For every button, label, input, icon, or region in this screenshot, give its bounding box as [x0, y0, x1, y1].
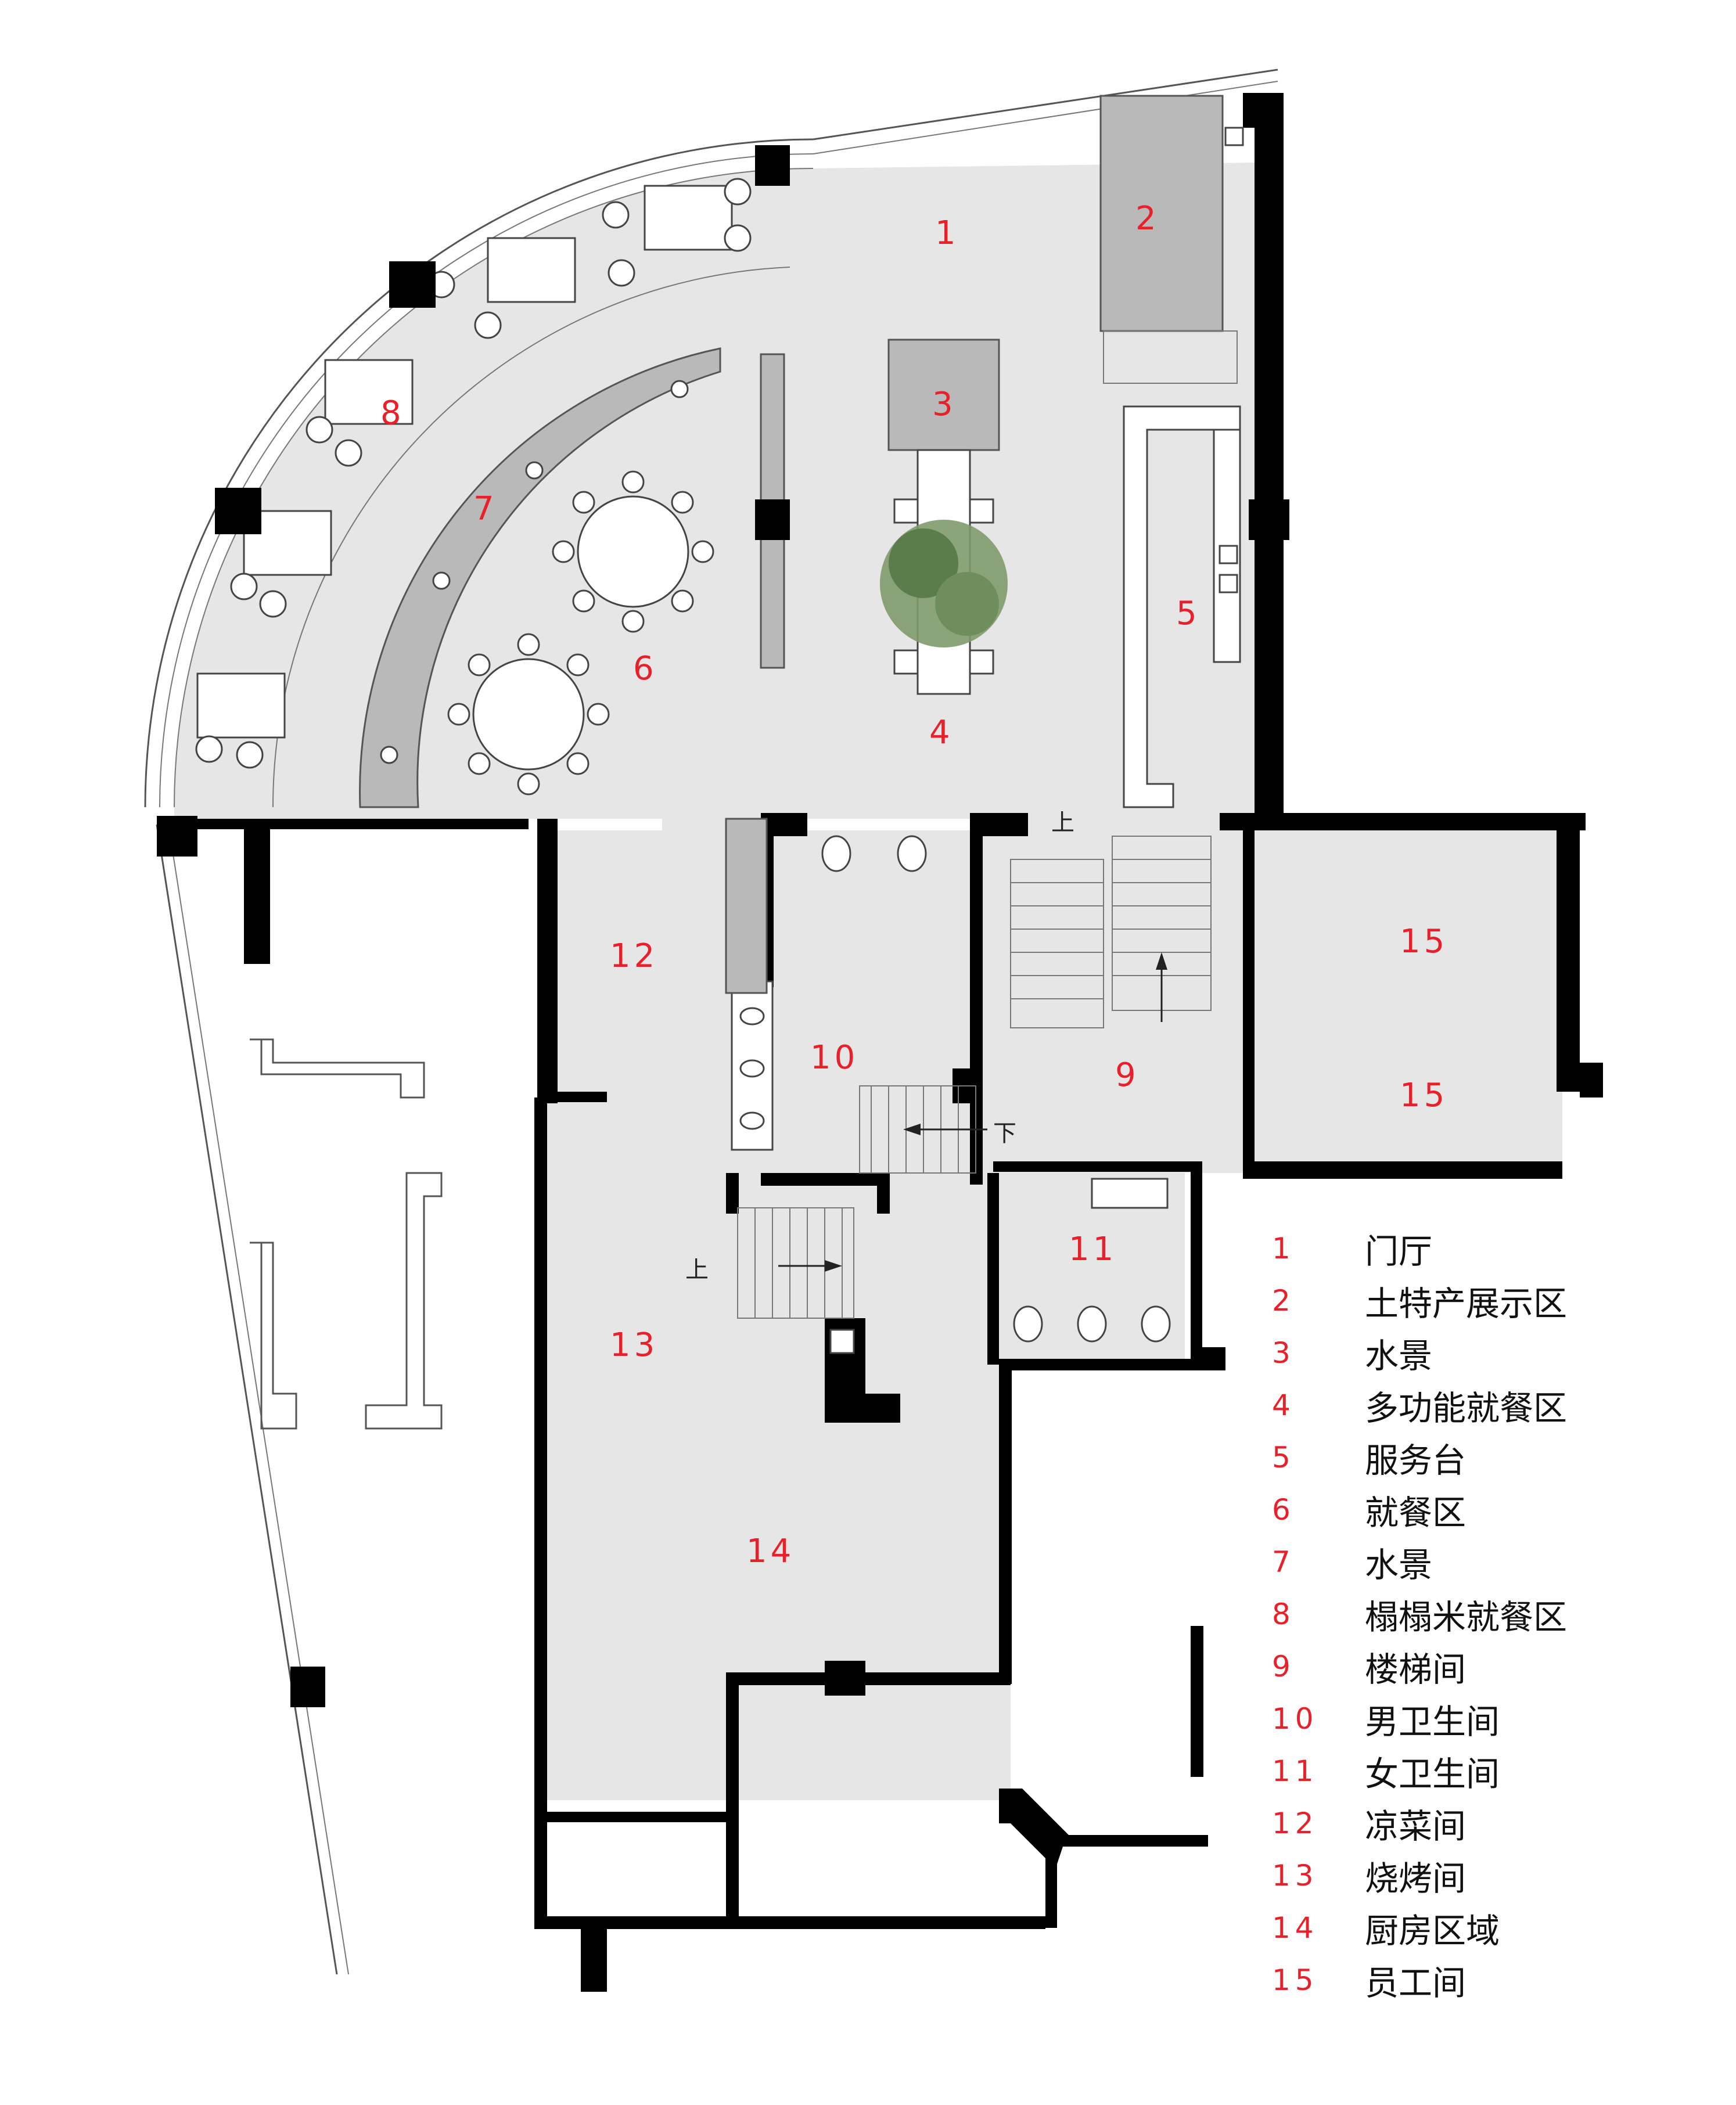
legend-number: 11	[1272, 1754, 1318, 1788]
legend-number: 15	[1272, 1963, 1318, 1997]
legend-item: 4 多功能就餐区	[1272, 1379, 1713, 1431]
legend-name: 门厅	[1365, 1232, 1433, 1271]
legend-item: 8 榻榻米就餐区	[1272, 1588, 1713, 1640]
legend-name: 凉菜间	[1365, 1807, 1467, 1846]
room-label-10: 10	[810, 1039, 858, 1077]
legend-item: 12 凉菜间	[1272, 1797, 1713, 1849]
room-label-15a: 15	[1400, 923, 1448, 960]
legend-number: 12	[1272, 1807, 1318, 1840]
legend-number: 1	[1272, 1232, 1295, 1265]
room-label-12: 12	[610, 937, 658, 975]
legend-name: 员工间	[1365, 1963, 1467, 2003]
room-label-13: 13	[610, 1326, 658, 1364]
legend-item: 7 水景	[1272, 1536, 1713, 1588]
legend-item: 6 就餐区	[1272, 1484, 1713, 1536]
legend-number: 10	[1272, 1702, 1318, 1736]
room-legend: 1 门厅 2 土特产展示区 3 水景 4 多功能就餐区 5 服务台 6 就餐区 7 水景 8 榻…	[1272, 1222, 1713, 2006]
curved-facade	[144, 69, 1278, 1975]
room-label-9: 9	[1115, 1056, 1140, 1094]
room-label-1: 1	[935, 214, 959, 252]
room-label-11: 11	[1069, 1230, 1117, 1268]
legend-number: 2	[1272, 1284, 1295, 1318]
walls	[157, 93, 1603, 1992]
legend-item: 9 楼梯间	[1272, 1640, 1713, 1693]
legend-item: 1 门厅	[1272, 1222, 1713, 1275]
stair-up-label-9: 上	[1051, 809, 1074, 836]
round-tables	[447, 353, 790, 796]
room-label-7: 7	[473, 490, 498, 528]
room-label-5: 5	[1176, 595, 1201, 632]
legend-name: 榻榻米就餐区	[1365, 1597, 1568, 1637]
legend-item: 13 烧烤间	[1272, 1849, 1713, 1902]
legend-number: 8	[1272, 1597, 1295, 1631]
stair-up-label-13: 上	[685, 1257, 709, 1283]
legend-item: 14 厨房区域	[1272, 1902, 1713, 1954]
legend-name: 服务台	[1365, 1441, 1467, 1480]
room-label-14: 14	[746, 1532, 795, 1570]
room-label-3: 3	[932, 386, 957, 423]
legend-item: 5 服务台	[1272, 1431, 1713, 1484]
legend-name: 水景	[1365, 1336, 1433, 1376]
water-feature-and-long-table	[880, 339, 1008, 695]
legend-name: 多功能就餐区	[1365, 1388, 1568, 1428]
legend-item: 2 土特产展示区	[1272, 1275, 1713, 1327]
legend-item: 10 男卫生间	[1272, 1693, 1713, 1745]
legend-name: 烧烤间	[1365, 1859, 1467, 1898]
room-label-8: 8	[380, 394, 405, 432]
legend-number: 4	[1272, 1388, 1295, 1422]
legend-number: 13	[1272, 1859, 1318, 1892]
legend-number: 7	[1272, 1545, 1295, 1579]
legend-name: 厨房区域	[1365, 1911, 1500, 1951]
room-label-15b: 15	[1400, 1077, 1448, 1114]
stair-down-label: 下	[993, 1120, 1016, 1147]
legend-name: 女卫生间	[1365, 1754, 1500, 1794]
legend-number: 3	[1272, 1336, 1295, 1370]
legend-number: 5	[1272, 1441, 1295, 1474]
toilet-fixtures	[725, 818, 1171, 1343]
legend-name: 水景	[1365, 1545, 1433, 1585]
stairs: 上 下 上	[685, 809, 1212, 1319]
legend-name: 就餐区	[1365, 1493, 1467, 1532]
legend-name: 楼梯间	[1365, 1650, 1467, 1689]
legend-item: 15 员工间	[1272, 1954, 1713, 2006]
room-label-2: 2	[1135, 200, 1160, 238]
legend-number: 14	[1272, 1911, 1318, 1945]
room-label-6: 6	[633, 650, 657, 688]
exterior-structures	[244, 825, 443, 1430]
legend-name: 男卫生间	[1365, 1702, 1500, 1741]
legend-item: 3 水景	[1272, 1327, 1713, 1379]
legend-number: 6	[1272, 1493, 1295, 1527]
legend-number: 9	[1272, 1650, 1295, 1683]
room-label-4: 4	[929, 714, 954, 751]
room-numbers: 1 2 3 4 5 6 7 8 9 10 11 12 13 14 15 15	[380, 200, 1448, 1570]
tatami-booths	[195, 145, 790, 808]
legend-name: 土特产展示区	[1365, 1284, 1568, 1323]
legend-item: 11 女卫生间	[1272, 1745, 1713, 1797]
